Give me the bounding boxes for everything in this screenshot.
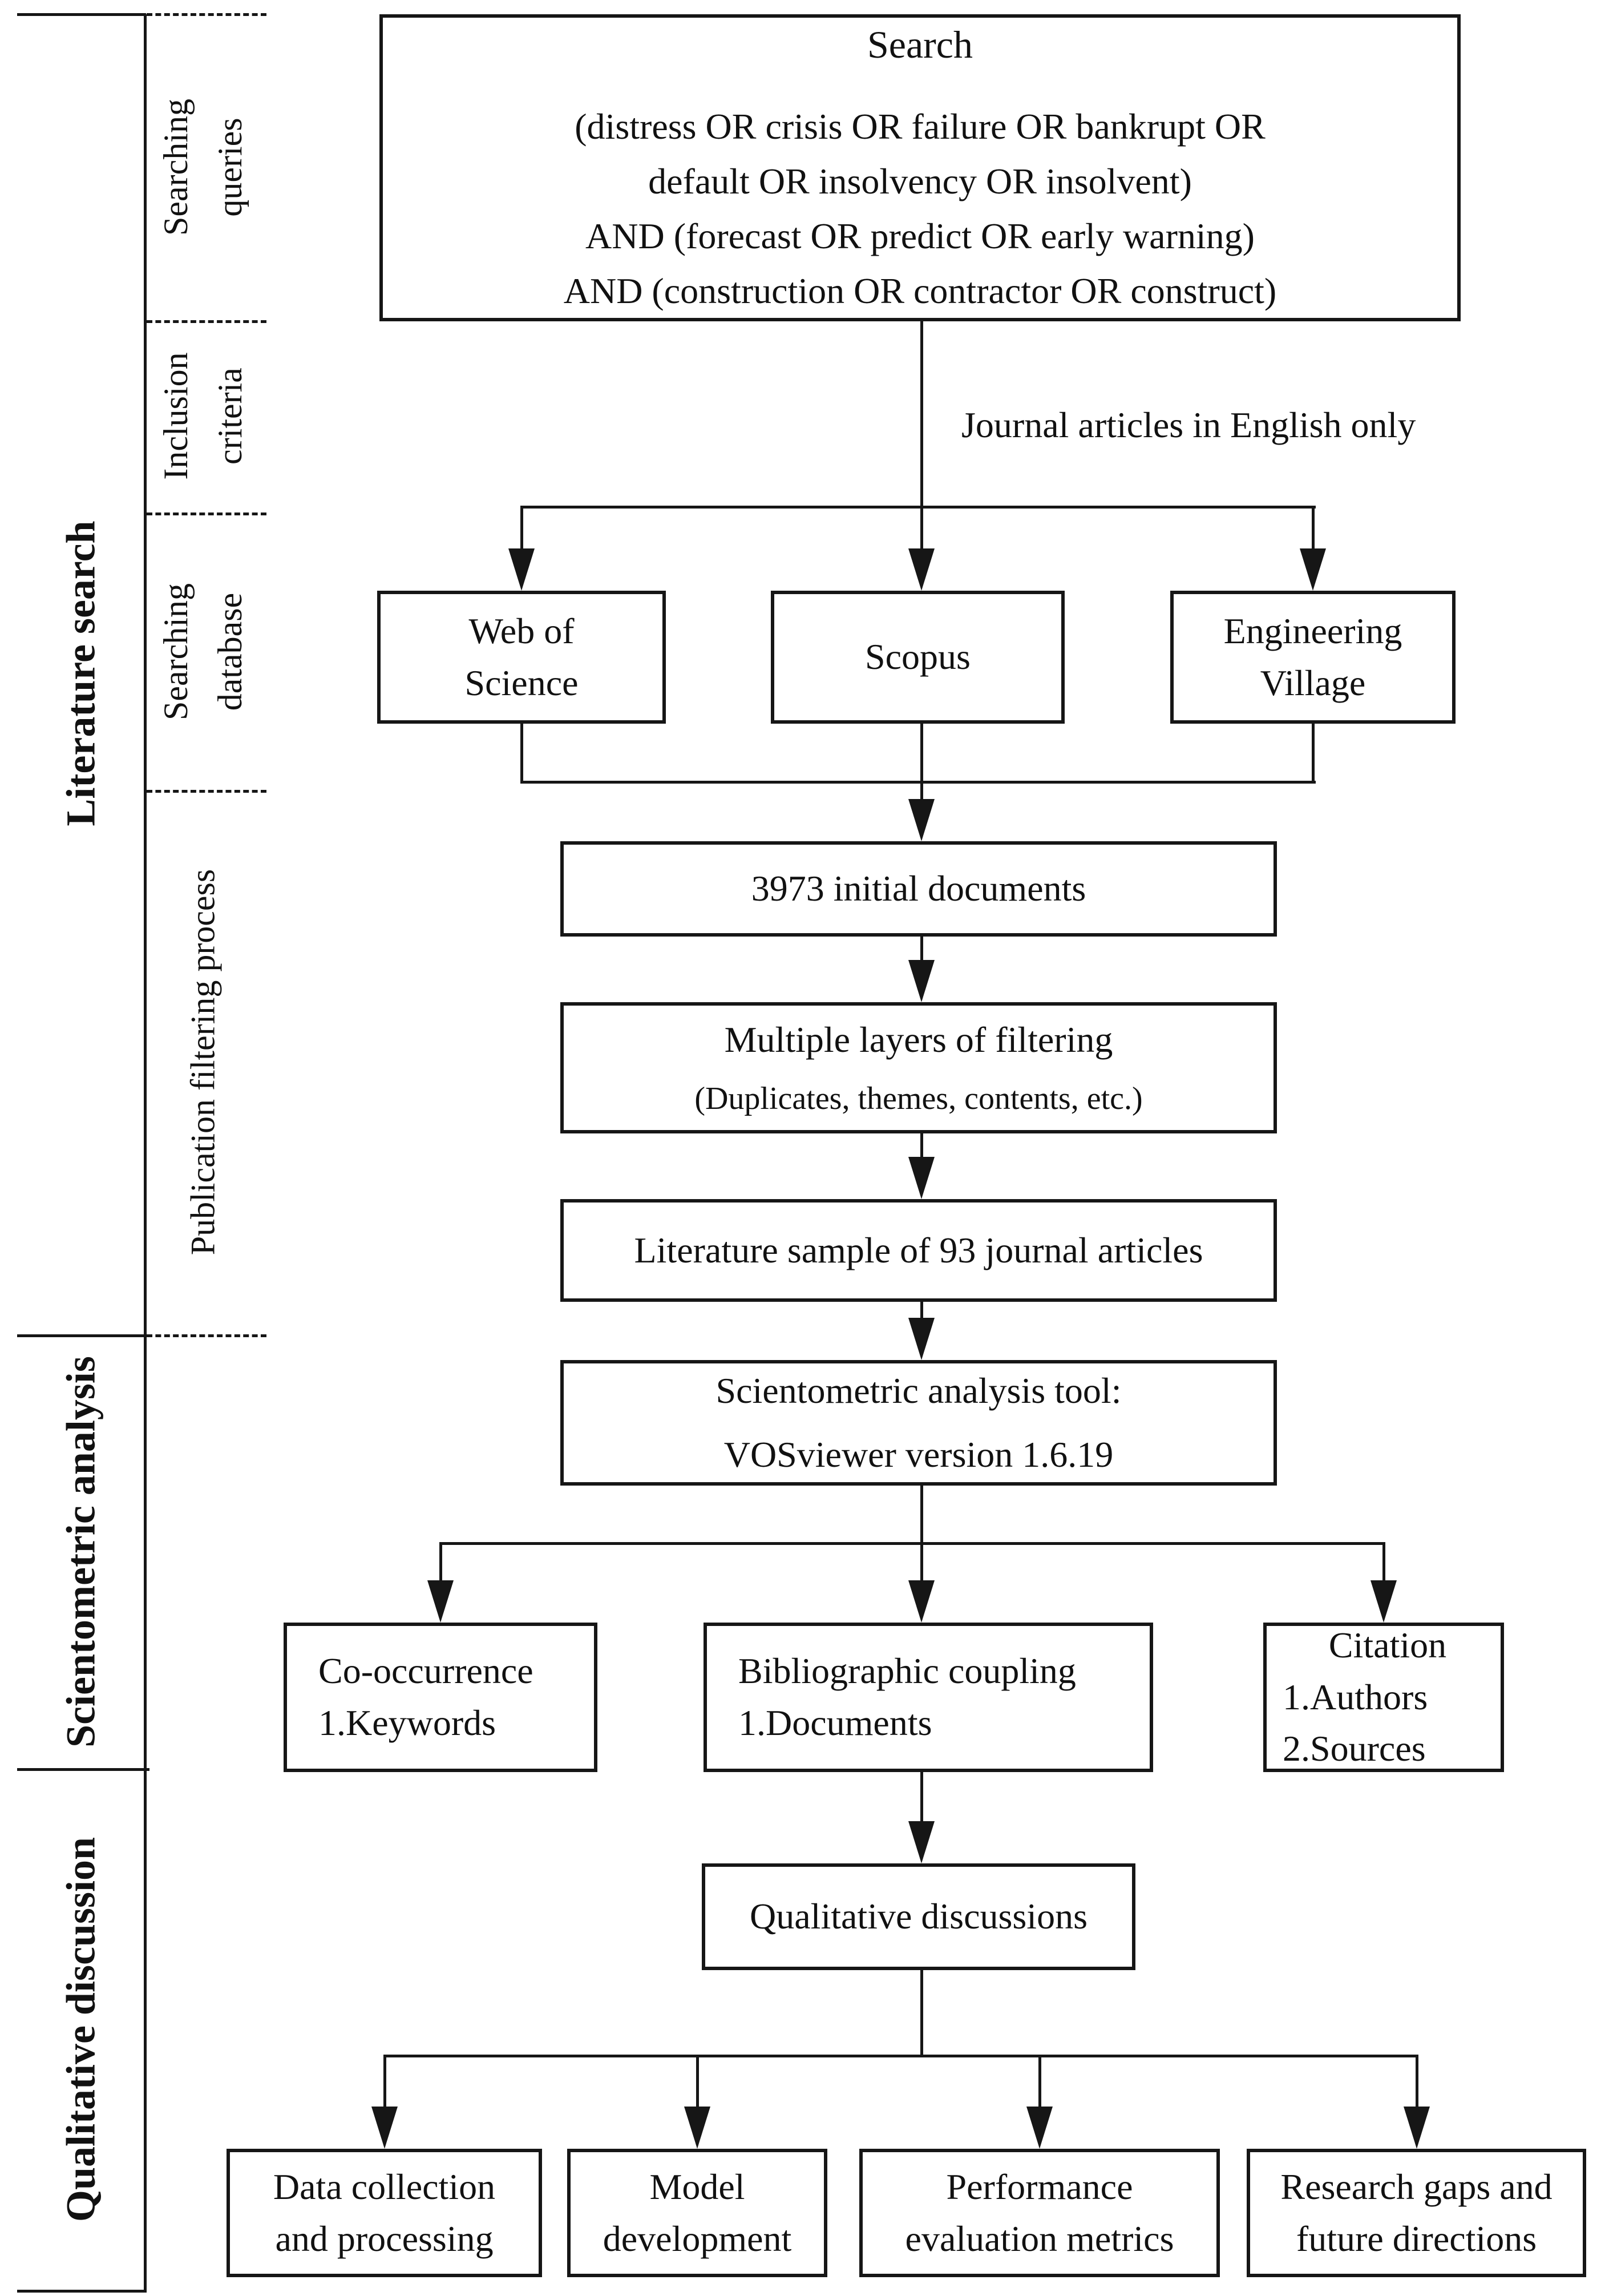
arrowhead-bibliographic (908, 1580, 935, 1623)
stage-label-searching-database: Searching database (157, 583, 249, 720)
connector-drop-wos (520, 506, 523, 554)
arrowhead-cooccurrence (427, 1580, 454, 1623)
analysis-box-citation: Citation 1.Authors 2.Sources (1263, 1623, 1504, 1772)
branch-line-analyses (439, 1542, 1385, 1545)
connector-drop-performance (1038, 2055, 1041, 2109)
stage-label-publication-filtering: Publication filtering process (184, 869, 222, 1256)
arrowhead-village (1300, 548, 1326, 591)
sidebar-vertical-rule (144, 14, 147, 2293)
analysis-box-cooccurrence: Co-occurrence 1.Keywords (284, 1623, 597, 1772)
literature-sample-box: Literature sample of 93 journal articles (560, 1199, 1277, 1302)
search-query-text: (distress OR crisis OR failure OR bankru… (563, 106, 1277, 312)
database-box-scopus: Scopus (771, 591, 1065, 724)
outcome-box-performance-metrics: Performance evaluation metrics (859, 2149, 1220, 2277)
stage-separator-1 (147, 320, 266, 323)
phase-label-scientometric-analysis: Scientometric analysis (58, 1356, 104, 1748)
arrowhead-sample (908, 1157, 935, 1199)
connector-qualitative-spine (920, 1970, 923, 2057)
search-query-box: Search (distress OR crisis OR failure OR… (379, 14, 1461, 321)
connector-drop-village (1312, 506, 1315, 554)
arrowhead-citation (1371, 1580, 1397, 1623)
connector-drop-cooccurrence (439, 1542, 442, 1583)
arrowhead-wos (508, 548, 535, 591)
filtering-line1: Multiple layers of filtering (724, 1019, 1113, 1060)
phase-separator-2 (17, 1768, 149, 1771)
phase-separator-bottom (17, 2290, 146, 2293)
branch-line-outcomes (383, 2055, 1418, 2057)
scientometric-tool-box: Scientometric analysis tool: VOSviewer v… (560, 1360, 1277, 1486)
arrowhead-research-gaps (1404, 2107, 1430, 2149)
stage-label-inclusion-criteria: Inclusion criteria (157, 352, 249, 480)
qualitative-discussions-box: Qualitative discussions (702, 1863, 1135, 1970)
database-box-engineering-village: Engineering Village (1170, 591, 1456, 724)
phase-separator-top (17, 13, 146, 16)
connector-filtering-to-sample (920, 1133, 923, 1161)
connector-drop-bibliographic (920, 1542, 923, 1583)
connector-bibliographic-to-qualitative (920, 1772, 923, 1824)
stage-separator-4 (147, 1334, 266, 1337)
connector-scopus-down (920, 724, 923, 802)
arrowhead-tool (908, 1318, 935, 1360)
phase-label-qualitative-discussion: Qualitative discussion (58, 1837, 104, 2222)
cooccurrence-title: Co-occurrence (318, 1651, 533, 1692)
outcome-box-research-gaps: Research gaps and future directions (1247, 2149, 1586, 2277)
stage-separator-3 (147, 790, 266, 793)
connector-drop-data-collection (383, 2055, 386, 2109)
cooccurrence-items: 1.Keywords (318, 1702, 496, 1743)
filtering-box: Multiple layers of filtering (Duplicates… (560, 1002, 1277, 1133)
bibliographic-items: 1.Documents (738, 1702, 932, 1743)
arrowhead-scopus (908, 548, 935, 591)
phase-separator-1 (17, 1334, 149, 1337)
connector-search-spine (920, 321, 923, 554)
connector-wos-down (520, 724, 523, 783)
phase-label-literature-search: Literature search (58, 520, 104, 826)
initial-documents-box: 3973 initial documents (560, 841, 1277, 937)
analysis-box-bibliographic-coupling: Bibliographic coupling 1.Documents (704, 1623, 1153, 1772)
connector-drop-model-development (696, 2055, 699, 2109)
connector-sample-to-tool (920, 1302, 923, 1322)
branch-line-databases (520, 506, 1316, 509)
connector-village-down (1312, 724, 1315, 783)
stage-separator-top (147, 13, 266, 16)
outcome-box-model-development: Model development (567, 2149, 827, 2277)
citation-title: Citation (1328, 1624, 1447, 1665)
citation-items: 1.Authors 2.Sources (1283, 1676, 1428, 1769)
inclusion-criteria-note: Journal articles in English only (961, 405, 1416, 445)
search-box-title: Search (867, 22, 973, 66)
converge-line-databases (520, 781, 1316, 784)
database-box-web-of-science: Web of Science (377, 591, 666, 724)
filtering-line2: (Duplicates, themes, contents, etc.) (694, 1080, 1143, 1116)
connector-drop-research-gaps (1416, 2055, 1418, 2109)
arrowhead-qualitative (908, 1821, 935, 1863)
bibliographic-title: Bibliographic coupling (738, 1651, 1076, 1692)
stage-label-searching-queries: Searching queries (157, 99, 249, 236)
outcome-box-data-collection: Data collection and processing (227, 2149, 542, 2277)
arrowhead-model-development (684, 2107, 710, 2149)
arrowhead-initial-documents (908, 799, 935, 841)
connector-initial-to-filtering (920, 937, 923, 965)
connector-tool-spine (920, 1486, 923, 1544)
stage-separator-2 (147, 513, 266, 515)
arrowhead-data-collection (371, 2107, 398, 2149)
connector-drop-citation (1382, 1542, 1385, 1583)
arrowhead-filtering (908, 960, 935, 1002)
arrowhead-performance (1026, 2107, 1053, 2149)
